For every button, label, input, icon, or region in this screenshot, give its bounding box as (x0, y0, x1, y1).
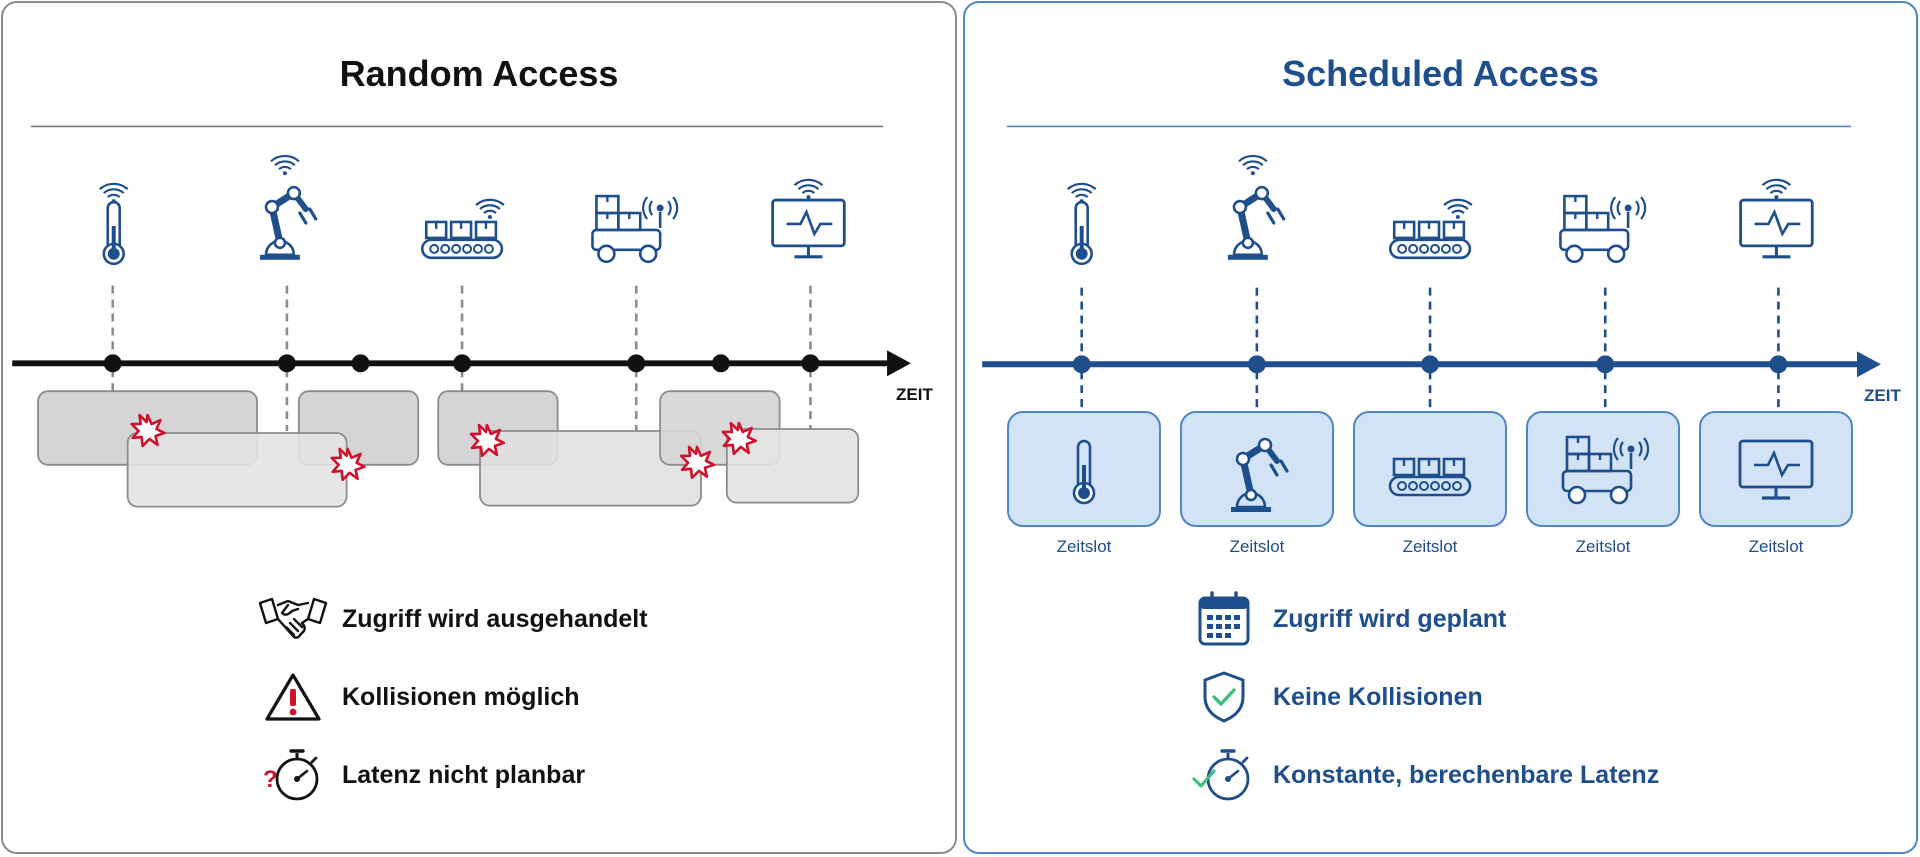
time-axis (982, 351, 1881, 378)
svg-text:?: ? (263, 766, 278, 793)
robot-arm-icon (1228, 154, 1284, 260)
device-dashed-lines (111, 285, 812, 431)
block (37, 390, 258, 466)
time-slot (1180, 411, 1334, 527)
legend-text: Konstante, berechenbare Latenz (1273, 760, 1660, 789)
robot-arm-icon (1207, 419, 1307, 519)
time-slot-label: Zeitslot (1575, 537, 1631, 556)
time-slot (1526, 411, 1680, 527)
monitor-icon (771, 178, 846, 259)
device-icons (98, 154, 846, 266)
block (479, 430, 702, 507)
collision-icon (469, 423, 506, 458)
block (725, 428, 860, 504)
forklift-icon (591, 194, 679, 264)
robot-arm-icon (260, 154, 316, 260)
random-access-panel: Random Access (1, 1, 957, 854)
time-slot-label: Zeitslot (1229, 537, 1285, 556)
block (297, 390, 420, 466)
axis-label: ZEIT (1864, 386, 1901, 405)
time-slot-label: Zeitslot (1748, 537, 1804, 556)
collision-icon (721, 421, 757, 456)
legend-text: Zugriff wird ausgehandelt (342, 604, 648, 633)
time-slot-label: Zeitslot (1056, 537, 1112, 556)
legend-text: Kollisionen möglich (342, 682, 580, 711)
legend-item: ? Latenz nicht planbar (258, 743, 585, 807)
collision-icon (330, 447, 366, 482)
access-points (103, 354, 820, 373)
scheduled-access-panel: Scheduled Access ZEIT (963, 1, 1918, 854)
monitor-icon (1738, 178, 1814, 259)
time-slot-label: Zeitslot (1402, 537, 1458, 556)
forklift-icon (1561, 435, 1650, 505)
shield-check-icon (1189, 665, 1259, 729)
block (659, 390, 781, 466)
stopwatch-check-icon (1189, 743, 1259, 807)
legend-text: Keine Kollisionen (1273, 682, 1483, 711)
warning-icon (258, 665, 328, 729)
legend-item: Konstante, berechenbare Latenz (1189, 743, 1659, 807)
legend-item: Kollisionen möglich (258, 665, 580, 729)
conveyor-icon (420, 198, 505, 260)
collision-markers (130, 413, 757, 482)
conveyor-icon (1388, 457, 1472, 497)
legend-item: Zugriff wird geplant (1189, 587, 1506, 651)
thermometer-icon (98, 182, 129, 266)
legend-item: Zugriff wird ausgehandelt (258, 587, 648, 651)
thermometer-icon (1066, 182, 1097, 266)
time-axis (12, 350, 911, 377)
legend-text: Zugriff wird geplant (1273, 604, 1507, 633)
device-icons (1066, 154, 1814, 266)
thermometer-icon (1072, 439, 1096, 505)
axis-label: ZEIT (896, 385, 933, 404)
device-dashed-lines (1080, 287, 1780, 410)
collision-icon (679, 445, 716, 480)
legend-item: Keine Kollisionen (1189, 665, 1483, 729)
conveyor-icon (1388, 198, 1473, 260)
time-slot (1353, 411, 1507, 527)
stopwatch-question-icon: ? (258, 743, 328, 807)
panel-title: Random Access (339, 53, 619, 94)
block (437, 390, 559, 466)
calendar-icon (1189, 587, 1259, 651)
collision-icon (130, 413, 166, 448)
panel-title: Scheduled Access (1282, 53, 1599, 94)
time-slot (1007, 411, 1161, 527)
handshake-icon (258, 587, 328, 651)
access-points (1072, 355, 1788, 374)
block (126, 432, 348, 508)
monitor-icon (1738, 439, 1814, 500)
legend-text: Latenz nicht planbar (342, 760, 586, 789)
time-slot (1699, 411, 1853, 527)
transmission-blocks (37, 390, 860, 508)
forklift-icon (1559, 194, 1647, 264)
